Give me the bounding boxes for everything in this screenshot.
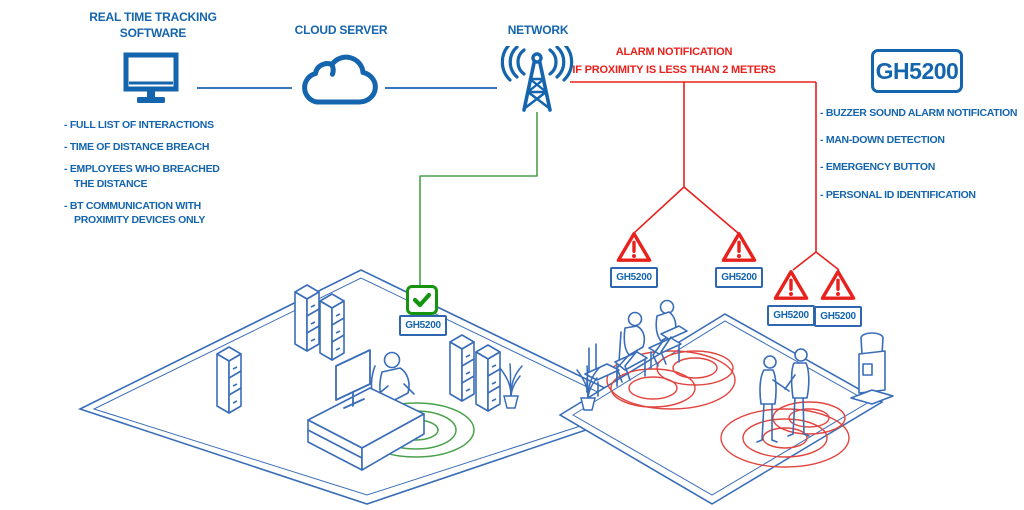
gh5200-badge-alarm: GH5200 <box>715 267 763 288</box>
seated-person <box>614 311 648 383</box>
filing-cabinet <box>294 284 320 352</box>
gh5200-badge-alarm: GH5200 <box>767 305 815 326</box>
green-link <box>419 112 538 286</box>
network-tower-icon <box>500 46 574 112</box>
alarm-triangle-icon <box>820 270 856 300</box>
office-alarm-scene <box>558 299 894 505</box>
seated-person-laptop <box>648 299 688 369</box>
desk <box>307 387 425 471</box>
gh5200-badge-safe: GH5200 <box>399 315 447 336</box>
alarm-triangle-icon <box>773 270 809 300</box>
software-node-label: REAL TIME TRACKING SOFTWARE <box>89 10 217 41</box>
standing-person <box>784 348 810 437</box>
feature-item: - BUZZER SOUND ALARM NOTIFICATION <box>820 107 1018 119</box>
feature-item: - EMERGENCY BUTTON <box>820 161 935 174</box>
water-cooler <box>850 332 894 405</box>
standing-person <box>756 355 790 443</box>
office-safe-scene <box>77 269 651 505</box>
floor <box>558 313 884 505</box>
red-proximity-rings <box>606 350 850 468</box>
cloud-node-label: CLOUD SERVER <box>294 23 388 37</box>
feature-item: - FULL LIST OF INTERACTIONS <box>64 119 214 131</box>
alarm-triangle-icon <box>721 232 757 262</box>
safe-check-icon <box>406 285 438 315</box>
device-feature-list: - BUZZER SOUND ALARM NOTIFICATION - MAN-… <box>820 106 1024 215</box>
alarm-note-line2: IF PROXIMITY IS LESS THAN 2 METERS <box>572 63 776 76</box>
filing-cabinet <box>319 293 345 361</box>
filing-cabinet <box>475 344 501 412</box>
gh5200-logo: GH5200 <box>871 49 963 93</box>
desktop-monitor <box>335 349 371 409</box>
network-node-label: NETWORK <box>507 23 569 37</box>
software-feature-list: - FULL LIST OF INTERACTIONS - TIME OF DI… <box>64 118 240 235</box>
feature-item: - PERSONAL ID IDENTIFICATION <box>820 188 976 201</box>
feature-item: - TIME OF DISTANCE BREACH <box>64 141 210 154</box>
gh5200-badge-alarm: GH5200 <box>814 306 862 327</box>
feature-item: - BT COMMUNICATION WITH PROXIMITY DEVICE… <box>64 199 206 226</box>
feature-item: - MAN-DOWN DETECTION <box>820 134 945 147</box>
cloud-icon <box>302 54 378 105</box>
filing-cabinet <box>449 334 475 402</box>
gh5200-badge-alarm: GH5200 <box>610 267 658 288</box>
filing-cabinet <box>216 346 242 414</box>
red-alarm-links <box>570 81 840 271</box>
alarm-triangle-icon <box>616 232 652 262</box>
monitor-icon <box>123 52 179 103</box>
feature-item: - EMPLOYEES WHO BREACHED THE DISTANCE <box>64 163 220 190</box>
alarm-note-line1: ALARM NOTIFICATION <box>615 46 733 58</box>
alarm-note: ALARM NOTIFICATION IF PROXIMITY IS LESS … <box>530 44 818 79</box>
